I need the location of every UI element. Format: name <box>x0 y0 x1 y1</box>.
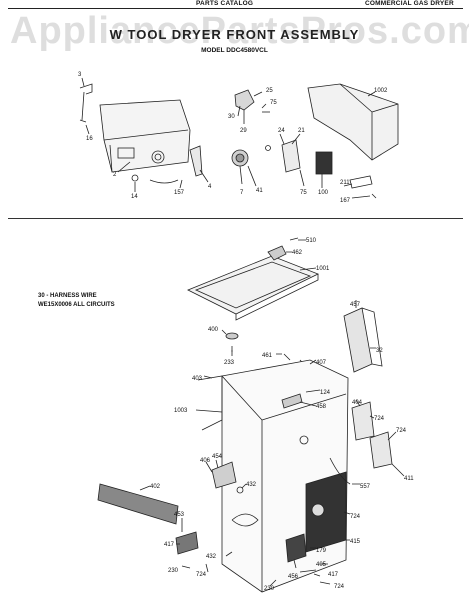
callout-404: 404 <box>352 400 363 406</box>
watermark: AppliancePartsPros.com <box>10 10 469 52</box>
callout-457: 457 <box>350 302 361 308</box>
header-rule <box>8 8 463 9</box>
callout-461: 461 <box>262 353 273 359</box>
callout-14: 14 <box>131 194 138 200</box>
control-panel <box>99 99 191 173</box>
part-462 <box>267 245 287 261</box>
callout-30: 30 <box>228 114 235 120</box>
callout-1002: 1002 <box>374 88 388 94</box>
callouts-top: 3 16 2 14 157 4 25 75 30 29 24 21 7 41 7… <box>78 72 388 204</box>
callout-724e: 724 <box>334 584 345 590</box>
callout-417a: 417 <box>164 542 175 548</box>
callout-411: 411 <box>404 476 414 482</box>
part-400 <box>225 332 239 340</box>
callout-16: 16 <box>86 136 93 142</box>
panel-part-457 <box>343 307 373 373</box>
bracket-part-4 <box>189 145 203 177</box>
callout-3: 3 <box>78 72 82 78</box>
wire-part-157 <box>149 179 179 184</box>
cabinet-top-part-1001 <box>187 255 319 315</box>
backsplash-part-1002 <box>307 83 399 161</box>
callout-2: 2 <box>113 172 117 178</box>
header-product-label: COMMERCIAL GAS DRYER <box>365 0 454 7</box>
part-211 <box>349 175 373 189</box>
section-divider <box>8 218 463 219</box>
callout-462: 462 <box>292 250 303 256</box>
part-456 <box>285 533 307 563</box>
callout-100: 100 <box>318 190 329 196</box>
grille-part-402 <box>97 483 179 525</box>
callout-405: 405 <box>316 562 327 568</box>
knob-part-14 <box>131 174 139 182</box>
bracket-part-3 <box>79 83 93 123</box>
callout-724d: 724 <box>196 572 207 578</box>
harness-note-line1: 30 - HARNESS WIRE <box>38 293 97 299</box>
callout-211: 211 <box>340 180 350 186</box>
callout-724c: 724 <box>350 514 361 520</box>
callout-402: 402 <box>150 484 161 490</box>
callout-456: 456 <box>288 574 299 580</box>
part-453 <box>175 531 199 555</box>
callout-454: 454 <box>212 454 223 460</box>
callout-724a: 724 <box>374 416 385 422</box>
callout-230b: 230 <box>264 586 275 592</box>
callout-406: 406 <box>200 458 211 464</box>
callouts-bottom: 510 462 1001 457 32 400 233 461 407 403 … <box>150 238 414 592</box>
diagram-title: W TOOL DRYER FRONT ASSEMBLY <box>109 27 360 42</box>
part-461 <box>283 353 291 361</box>
part-24-icon <box>265 145 271 151</box>
bracket-part-21 <box>281 139 301 173</box>
module-part-100 <box>315 151 333 175</box>
callout-557: 557 <box>360 484 371 490</box>
callout-432a: 432 <box>246 482 257 488</box>
callout-24: 24 <box>278 128 285 134</box>
callout-41: 41 <box>256 188 263 194</box>
callout-458: 458 <box>316 404 327 410</box>
callout-1003: 1003 <box>174 408 188 414</box>
callout-510: 510 <box>306 238 317 244</box>
callout-453: 453 <box>174 512 185 518</box>
callout-21: 21 <box>298 128 305 134</box>
bracket-part-724 <box>369 431 393 469</box>
callout-32: 32 <box>376 348 383 354</box>
callout-233: 233 <box>224 360 235 366</box>
callout-415: 415 <box>350 539 361 545</box>
callout-403: 403 <box>192 376 203 382</box>
callout-4: 4 <box>208 184 212 190</box>
harness-note-line2: WE15X0006 ALL CIRCUITS <box>38 302 115 308</box>
bracket-part-404 <box>351 401 375 441</box>
callout-25: 25 <box>266 88 273 94</box>
switch-part-29 <box>234 89 255 111</box>
callout-124: 124 <box>320 390 331 396</box>
callout-1001: 1001 <box>316 266 330 272</box>
callout-75: 75 <box>270 100 277 106</box>
part-458 <box>281 393 303 409</box>
callout-417b: 417 <box>328 572 339 578</box>
model-label: MODEL DDC4580VCL <box>201 47 268 54</box>
callout-179: 179 <box>316 548 327 554</box>
callout-157: 157 <box>174 190 185 196</box>
callout-230a: 230 <box>168 568 179 574</box>
callout-29: 29 <box>240 128 247 134</box>
callout-75b: 75 <box>300 190 307 196</box>
callout-432b: 432 <box>206 554 217 560</box>
callout-400: 400 <box>208 327 219 333</box>
callout-167: 167 <box>340 198 351 204</box>
callout-724b: 724 <box>396 428 407 434</box>
callout-7: 7 <box>240 190 244 196</box>
callout-407: 407 <box>316 360 327 366</box>
part-454 <box>211 461 237 489</box>
header-catalog-label: PARTS CATALOG <box>196 0 254 7</box>
